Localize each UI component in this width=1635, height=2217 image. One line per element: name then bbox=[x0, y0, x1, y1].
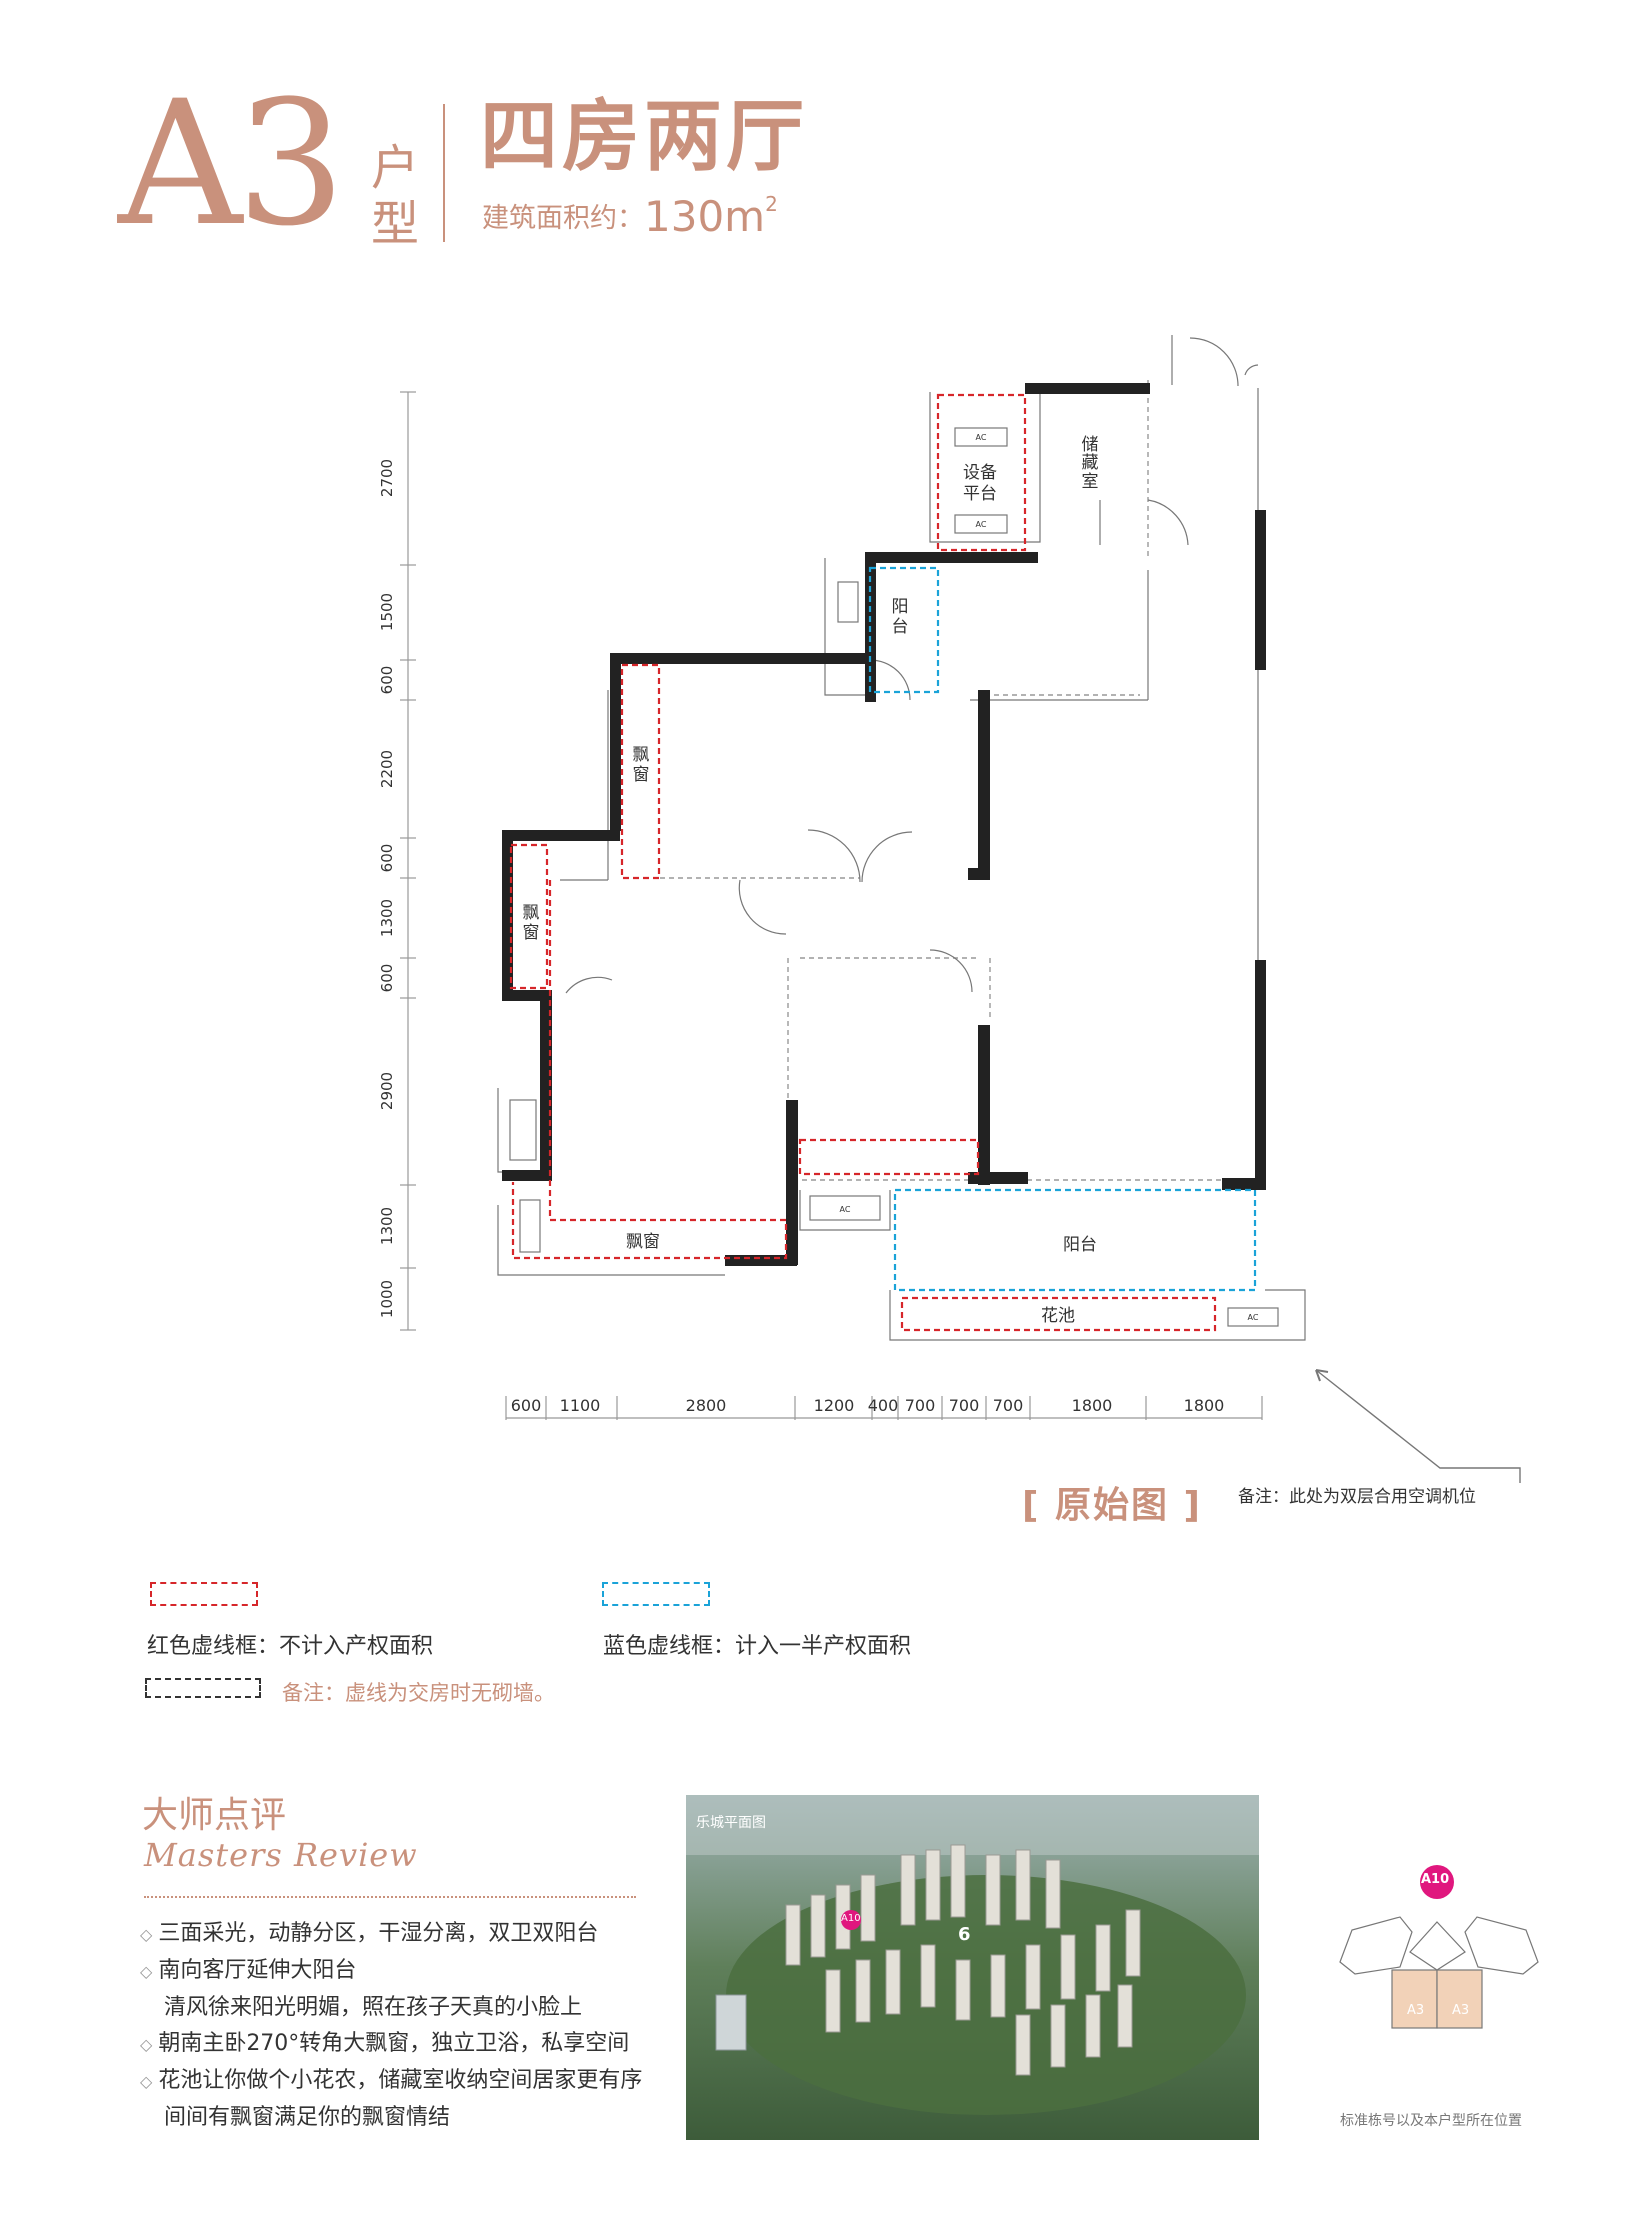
ac-label-1: AC bbox=[976, 433, 987, 442]
dim-bottom-8: 700 bbox=[993, 1396, 1024, 1415]
dim-left-8: 2900 bbox=[378, 1072, 396, 1110]
dim-bottom-1: 600 bbox=[511, 1396, 542, 1415]
review-list: ◇三面采光，动静分区，干湿分离，双卫双阳台 ◇南向客厅延伸大阳台 清风徐来阳光明… bbox=[140, 1916, 680, 2136]
area-label: 建筑面积约： bbox=[482, 203, 644, 234]
review-subtitle: Masters Review bbox=[144, 1836, 418, 1874]
aerial-marker-a10: A10 bbox=[841, 1913, 861, 1924]
blue-dashed-boxes bbox=[868, 566, 1257, 1292]
dim-bottom-9: 1800 bbox=[1072, 1396, 1113, 1415]
floor-plan: 2700 1500 600 2200 600 1300 600 2900 130… bbox=[378, 335, 1521, 1483]
room-equipment-platform-1: 设备 bbox=[963, 463, 997, 483]
room-bay-window-3: 飘窗 bbox=[626, 1232, 660, 1252]
dim-left-4: 2200 bbox=[378, 750, 396, 788]
dim-bottom-4: 1200 bbox=[814, 1396, 855, 1415]
ac-label-2: AC bbox=[976, 520, 987, 529]
keyplan-caption: 标准栋号以及本户型所在位置 bbox=[1340, 2113, 1522, 2129]
red-dashed-boxes bbox=[509, 393, 1217, 1332]
left-dimension-line bbox=[400, 391, 416, 1331]
dim-bottom-3: 2800 bbox=[686, 1396, 727, 1415]
unit-label: 户型 bbox=[370, 140, 419, 252]
legend-blue-text: 蓝色虚线框：计入一半产权面积 bbox=[603, 1634, 912, 1659]
room-balcony-small-1: 阳 bbox=[892, 597, 909, 617]
legend-red-text: 红色虚线框：不计入产权面积 bbox=[147, 1634, 434, 1659]
diamond-bullet-icon: ◇ bbox=[140, 1925, 153, 1944]
legend-blue-swatch bbox=[602, 1582, 710, 1606]
review-item: 清风徐来阳光明媚，照在孩子天真的小脸上 bbox=[164, 1995, 583, 2020]
door-swings bbox=[565, 337, 1259, 994]
room-bay-window-2b: 窗 bbox=[523, 923, 540, 943]
keyplan-unit-left: A3 bbox=[1407, 2003, 1425, 2018]
bottom-dimensions: 600 1100 2800 1200 400 700 700 700 1800 … bbox=[511, 1396, 1225, 1415]
keyplan-unit-right: A3 bbox=[1452, 2003, 1470, 2018]
original-drawing-label: 原始图 bbox=[1055, 1485, 1170, 1526]
legend-red-swatch bbox=[150, 1582, 258, 1606]
room-bay-window-2a: 飘 bbox=[523, 903, 540, 923]
review-item: 间间有飘窗满足你的飘窗情结 bbox=[164, 2105, 451, 2130]
area-number: 130m bbox=[644, 192, 766, 241]
dim-left-7: 600 bbox=[378, 964, 396, 993]
aerial-label: 乐城平面图 bbox=[696, 1815, 766, 1831]
dim-bottom-6: 700 bbox=[905, 1396, 936, 1415]
room-equipment-platform-2: 平台 bbox=[963, 484, 997, 504]
plan-dashed-walls bbox=[660, 380, 1255, 1181]
legend-black-text: 备注：虚线为交房时无砌墙。 bbox=[282, 1681, 555, 1705]
dim-left-1: 2700 bbox=[378, 459, 396, 497]
ac-note: 备注：此处为双层合用空调机位 bbox=[1238, 1487, 1476, 1507]
dim-bottom-10: 1800 bbox=[1184, 1396, 1225, 1415]
dim-left-5: 600 bbox=[378, 844, 396, 873]
dim-left-2: 1500 bbox=[378, 593, 396, 631]
keyplan-marker: A10 bbox=[1421, 1872, 1450, 1887]
key-plan bbox=[1339, 1865, 1539, 2029]
bottom-dimension-line bbox=[505, 1396, 1263, 1420]
unit-code: A3 bbox=[118, 63, 346, 264]
room-storage-1: 储 bbox=[1082, 435, 1099, 455]
dim-bottom-2: 1100 bbox=[560, 1396, 601, 1415]
header-divider bbox=[443, 104, 445, 242]
ac-labels: AC AC AC AC bbox=[840, 433, 1259, 1322]
room-storage-3: 室 bbox=[1082, 472, 1099, 492]
legend-black-swatch bbox=[145, 1678, 261, 1698]
page-title: 四房两厅 bbox=[480, 92, 809, 182]
review-divider bbox=[144, 1896, 636, 1898]
dim-bottom-5: 400 bbox=[868, 1396, 899, 1415]
dim-left-10: 1000 bbox=[378, 1280, 396, 1318]
aerial-marker-6: 6 bbox=[958, 1924, 971, 1945]
review-item: ◇朝南主卧270°转角大飘窗，独立卫浴，私享空间 bbox=[140, 2031, 630, 2056]
room-bay-window-1b: 窗 bbox=[633, 765, 650, 785]
diamond-bullet-icon: ◇ bbox=[140, 2072, 153, 2091]
ac-units bbox=[509, 427, 1279, 1327]
room-bay-window-1a: 飘 bbox=[633, 745, 650, 765]
room-labels: 设备 平台 储 藏 室 阳 台 飘 窗 飘 窗 飘窗 阳台 花池 bbox=[523, 435, 1099, 1326]
dim-bottom-7: 700 bbox=[949, 1396, 980, 1415]
diamond-bullet-icon: ◇ bbox=[140, 1962, 153, 1981]
room-storage-2: 藏 bbox=[1082, 453, 1099, 473]
diamond-bullet-icon: ◇ bbox=[140, 2035, 153, 2054]
review-item: ◇三面采光，动静分区，干湿分离，双卫双阳台 bbox=[140, 1921, 599, 1946]
room-balcony-small-2: 台 bbox=[892, 617, 909, 637]
ac-label-3: AC bbox=[840, 1205, 851, 1214]
plan-walls bbox=[502, 383, 1266, 1266]
dim-left-3: 600 bbox=[378, 666, 396, 695]
review-title: 大师点评 bbox=[142, 1795, 287, 1836]
dim-left-6: 1300 bbox=[378, 899, 396, 937]
left-dimensions: 2700 1500 600 2200 600 1300 600 2900 130… bbox=[378, 459, 396, 1318]
room-balcony-large: 阳台 bbox=[1063, 1235, 1097, 1255]
review-item: ◇南向客厅延伸大阳台 bbox=[140, 1958, 357, 1983]
room-flower-bed: 花池 bbox=[1041, 1306, 1075, 1326]
area-value: 130m2 bbox=[644, 194, 778, 238]
area-unit-sup: 2 bbox=[765, 192, 778, 216]
dim-left-9: 1300 bbox=[378, 1207, 396, 1245]
ac-note-arrow bbox=[1315, 1369, 1521, 1483]
ac-label-4: AC bbox=[1248, 1313, 1259, 1322]
aerial-site-image bbox=[686, 1795, 1259, 2140]
review-item: ◇花池让你做个小花农，储藏室收纳空间居家更有序 bbox=[140, 2068, 643, 2093]
original-drawing-tag: [ 原始图 ] bbox=[1022, 1485, 1203, 1526]
